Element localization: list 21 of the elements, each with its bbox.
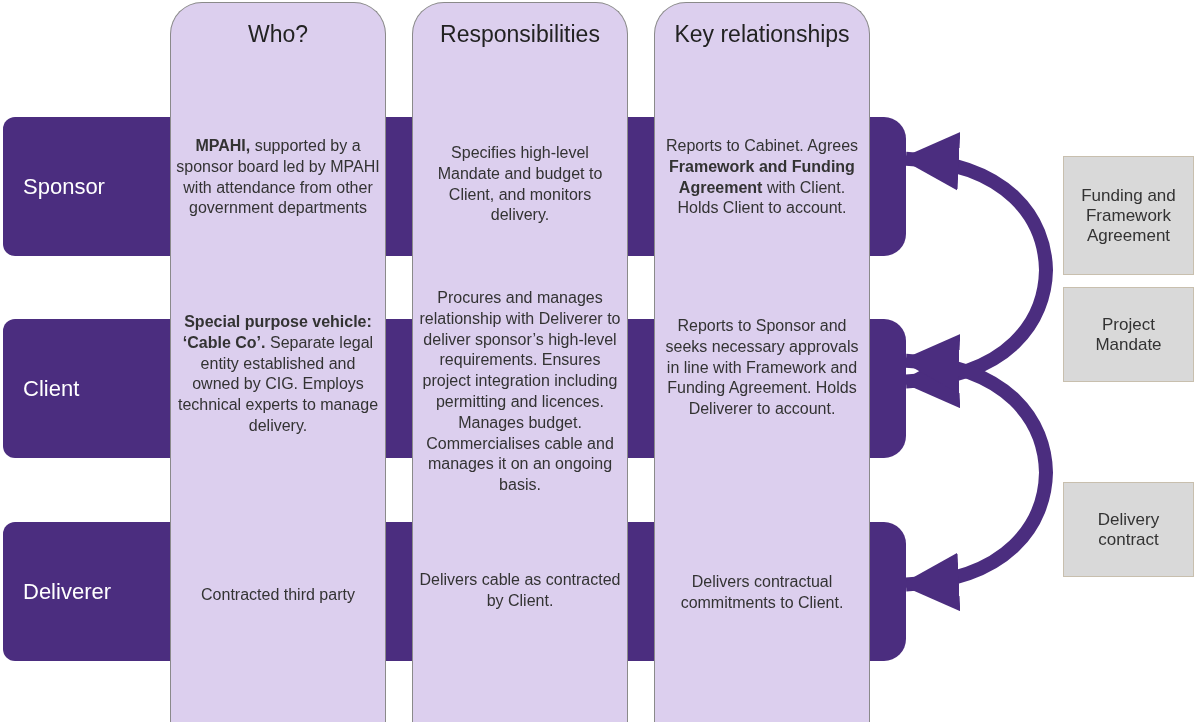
- cell-text: Delivers contractual commitments to Client.: [660, 572, 864, 614]
- cell-text: Specifies high-level Mandate and budget to Client, and monitors delivery.: [418, 143, 622, 227]
- column-heading: Responsibilities: [439, 21, 601, 48]
- column-heading: Key relationships: [673, 21, 851, 48]
- cell-text: Contracted third party: [176, 585, 380, 606]
- column-panel: [170, 2, 386, 722]
- row-label: Client: [23, 375, 80, 402]
- cell-text: Reports to Sponsor and seeks necessary approvals in line with Framework and Funding Agreement. Holds Deliverer to account.: [660, 316, 864, 420]
- cell-text: Special purpose vehicle: ‘Cable Co’. Separate legal entity established and owned by CIG. Employs technical experts to manage delivery.: [176, 312, 380, 437]
- cell-text: Procures and manages relationship with Deliverer to deliver sponsor’s high-level requirements. Ensures project integration including permitting and licences. Manages budget. Commercialises cable and manages it on an ongoing basis.: [418, 288, 622, 496]
- note-box: Delivery contract: [1063, 482, 1194, 577]
- cell-text: Reports to Cabinet. Agrees Framework and Funding Agreement with Client. Holds Client to account.: [660, 136, 864, 220]
- note-box: Project Mandate: [1063, 287, 1194, 382]
- row-label: Deliverer: [23, 578, 112, 605]
- cell-text: MPAHI, supported by a sponsor board led by MPAHI with attendance from other government departments: [176, 136, 380, 220]
- column-panel: [412, 2, 628, 722]
- row-label: Sponsor: [23, 173, 105, 200]
- cell-text: Delivers cable as contracted by Client.: [418, 570, 622, 612]
- note-box: Funding and Framework Agreement: [1063, 156, 1194, 275]
- column-panel: [654, 2, 870, 722]
- column-heading: Who?: [246, 21, 310, 48]
